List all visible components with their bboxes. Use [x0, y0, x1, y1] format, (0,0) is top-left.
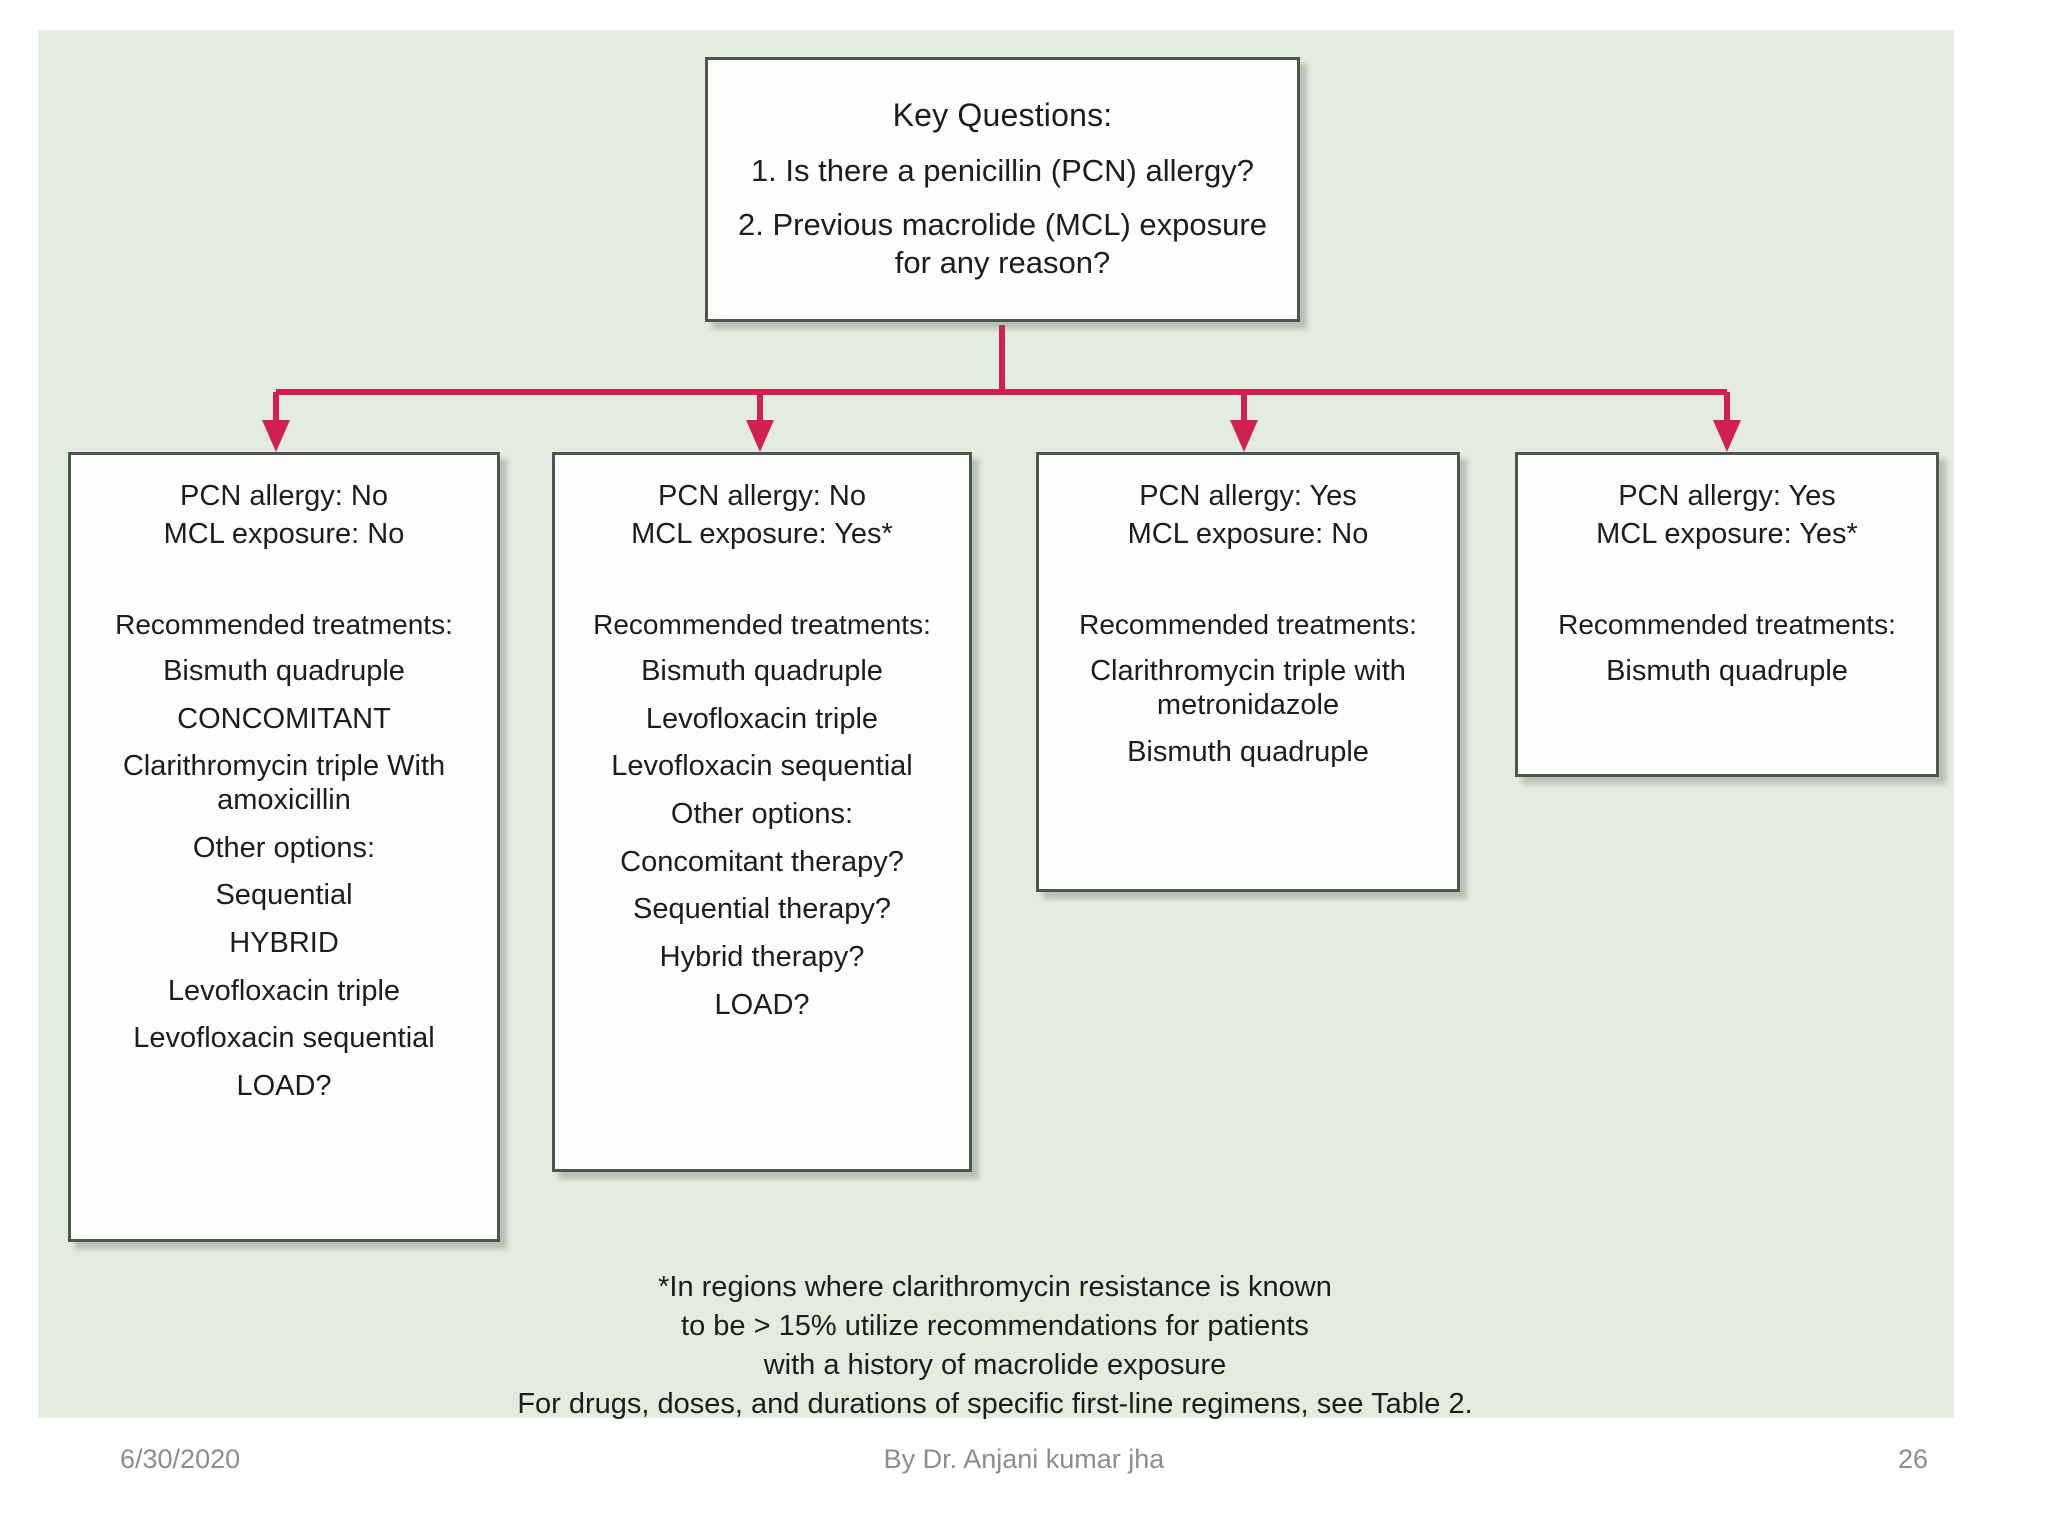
branch-1-treatment-7: Levofloxacin triple — [167, 974, 401, 1007]
branch-1-treatment-3: Clarithromycin triple With amoxicillin — [122, 750, 446, 816]
branch-2-treatment-7: Hybrid therapy? — [659, 940, 865, 973]
footnote-line-2: to be > 15% utilize recommendations for … — [681, 1309, 1309, 1342]
footnote-line-3: with a history of macrolide exposure — [763, 1348, 1227, 1381]
branch-2-mcl-condition: MCL exposure: Yes* — [631, 518, 893, 551]
branch-box-1: PCN allergy: No MCL exposure: No Recomme… — [68, 452, 500, 1242]
branch-1-treatment-6: HYBRID — [229, 926, 339, 959]
branch-2-treatment-6: Sequential therapy? — [633, 893, 891, 926]
key-questions-title: Key Questions: — [892, 97, 1113, 134]
key-questions-box: Key Questions: 1. Is there a penicillin … — [705, 57, 1300, 322]
branch-box-2: PCN allergy: No MCL exposure: Yes* Recom… — [552, 452, 972, 1172]
footnote-line-1: *In regions where clarithromycin resista… — [658, 1271, 1332, 1303]
branch-1-other-options-heading: Other options: — [192, 831, 376, 864]
branch-2-treatment-8: LOAD? — [714, 988, 810, 1021]
footer-date: 6/30/2020 — [120, 1444, 241, 1474]
branch-box-4: PCN allergy: Yes MCL exposure: Yes* Reco… — [1515, 452, 1939, 777]
branch-1-treatment-2: CONCOMITANT — [177, 702, 391, 735]
branch-1-recommended-heading: Recommended treatments: — [115, 608, 453, 640]
branch-3-treatment-2: Bismuth quadruple — [1127, 736, 1369, 769]
branch-2-treatment-1: Bismuth quadruple — [641, 655, 883, 688]
slide-footer: 6/30/2020 By Dr. Anjani kumar jha 26 — [0, 1444, 2048, 1508]
branch-3-treatment-1: Clarithromycin triple with metronidazole — [1090, 655, 1406, 721]
branch-1-treatment-1: Bismuth quadruple — [163, 655, 405, 688]
branch-1-pcn-condition: PCN allergy: No — [180, 480, 388, 512]
footer-page-number: 26 — [1897, 1444, 1928, 1474]
branch-box-3: PCN allergy: Yes MCL exposure: No Recomm… — [1036, 452, 1460, 892]
branch-1-treatment-8: Levofloxacin sequential — [133, 1022, 435, 1055]
branch-1-mcl-condition: MCL exposure: No — [163, 518, 405, 551]
branch-2-treatment-3: Levofloxacin sequential — [611, 750, 913, 783]
branch-4-recommended-heading: Recommended treatments: — [1558, 608, 1896, 640]
branch-3-mcl-condition: MCL exposure: No — [1127, 518, 1369, 551]
branch-2-pcn-condition: PCN allergy: No — [658, 480, 866, 512]
footer-author: By Dr. Anjani kumar jha — [883, 1444, 1165, 1474]
footnote-line-4: For drugs, doses, and durations of speci… — [517, 1387, 1473, 1420]
branch-4-mcl-condition: MCL exposure: Yes* — [1596, 518, 1858, 551]
branch-2-recommended-heading: Recommended treatments: — [593, 608, 931, 640]
branch-4-pcn-condition: PCN allergy: Yes — [1618, 480, 1836, 512]
branch-2-other-options-heading: Other options: — [670, 798, 854, 830]
key-question-1: 1. Is there a penicillin (PCN) allergy? — [750, 153, 1255, 189]
footnote: *In regions where clarithromycin resista… — [300, 1268, 1690, 1423]
branch-3-pcn-condition: PCN allergy: Yes — [1139, 480, 1357, 512]
branch-3-recommended-heading: Recommended treatments: — [1079, 608, 1417, 640]
branch-1-treatment-9: LOAD? — [236, 1069, 332, 1102]
branch-1-treatment-5: Sequential — [215, 879, 353, 912]
branch-2-treatment-2: Levofloxacin triple — [645, 702, 879, 735]
key-question-2: 2. Previous macrolide (MCL) exposure for… — [738, 207, 1267, 280]
branch-2-treatment-5: Concomitant therapy? — [620, 845, 904, 878]
branch-4-treatment-1: Bismuth quadruple — [1606, 655, 1848, 688]
